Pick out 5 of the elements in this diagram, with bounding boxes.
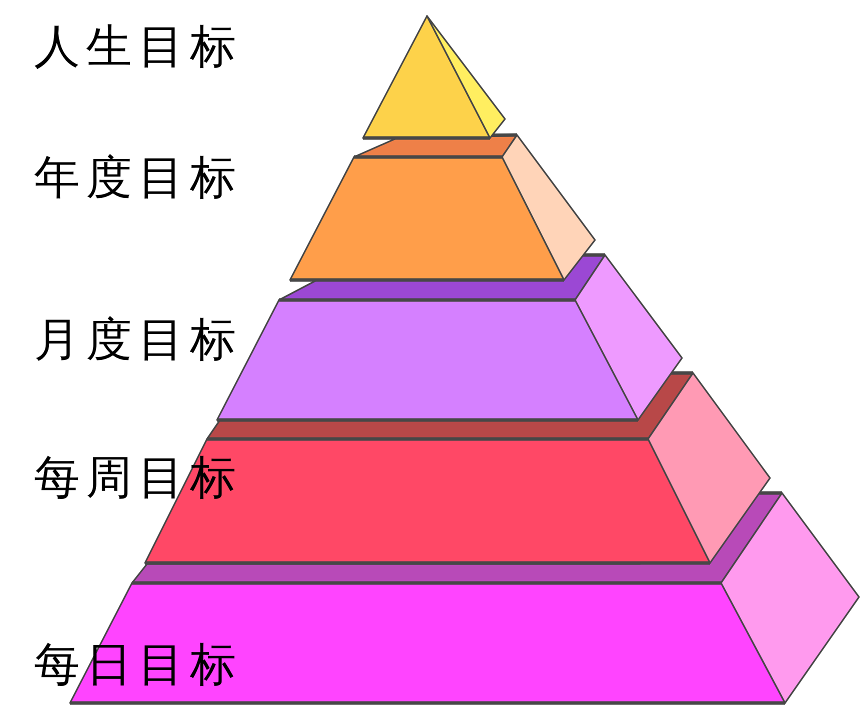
level-label: 月度目标 — [34, 316, 242, 362]
level-label: 人生目标 — [34, 23, 242, 69]
level-label: 年度目标 — [34, 154, 242, 200]
level-label: 每日目标 — [34, 641, 242, 687]
level-label: 每周目标 — [34, 454, 242, 500]
